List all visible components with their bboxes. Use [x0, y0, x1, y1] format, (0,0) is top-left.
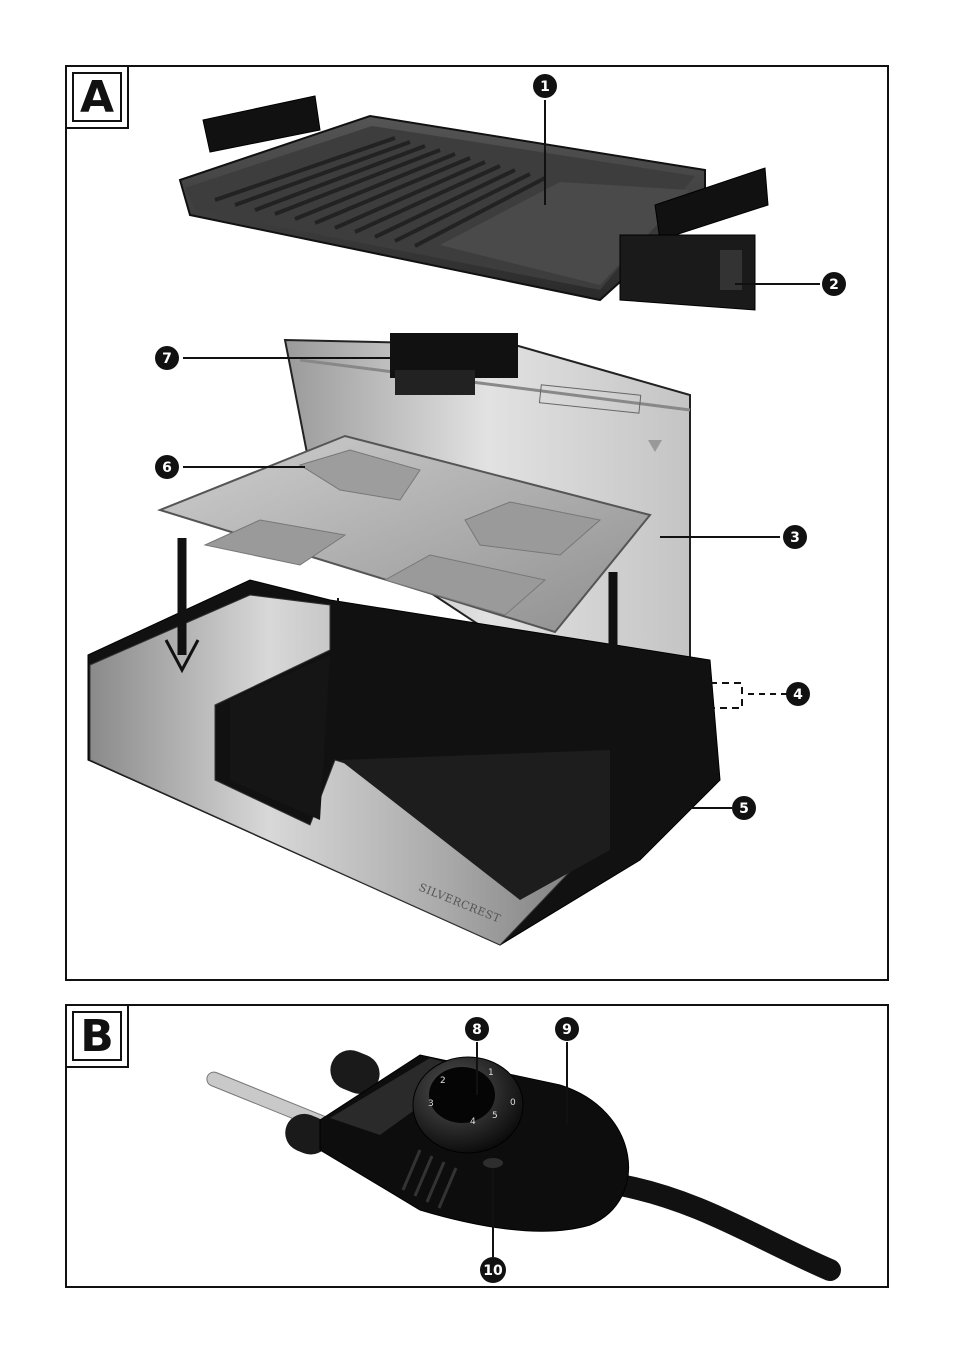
callout-4: 4: [786, 682, 810, 706]
svg-text:7: 7: [162, 351, 172, 367]
callout-10: 10: [480, 1257, 506, 1283]
callout-2: 2: [822, 272, 846, 296]
svg-text:3: 3: [790, 530, 800, 546]
callout-6: 6: [155, 455, 179, 479]
callout-3: 3: [783, 525, 807, 549]
thermostat-control: 1 0 2 3 4 5: [205, 1044, 830, 1270]
callout-7: 7: [155, 346, 179, 370]
svg-text:5: 5: [739, 801, 749, 817]
dial-mark-4: 4: [470, 1117, 476, 1127]
callout-1: 1: [533, 74, 557, 98]
svg-text:6: 6: [162, 460, 172, 476]
dial-mark-2: 2: [440, 1076, 446, 1086]
svg-text:1: 1: [540, 79, 550, 95]
callout-9: 9: [555, 1017, 579, 1041]
svg-text:2: 2: [829, 277, 839, 293]
grill-plate: [180, 96, 768, 310]
svg-text:10: 10: [483, 1263, 503, 1279]
dial-mark-5: 5: [492, 1111, 498, 1121]
svg-text:9: 9: [562, 1022, 572, 1038]
svg-text:4: 4: [793, 687, 803, 703]
dial-mark-1: 1: [488, 1068, 494, 1078]
callout-8: 8: [465, 1017, 489, 1041]
indicator-lamp: [483, 1158, 503, 1168]
dial-mark-0: 0: [510, 1098, 516, 1108]
svg-text:8: 8: [472, 1022, 482, 1038]
dial-mark-3: 3: [428, 1099, 434, 1109]
callout-5: 5: [732, 796, 756, 820]
